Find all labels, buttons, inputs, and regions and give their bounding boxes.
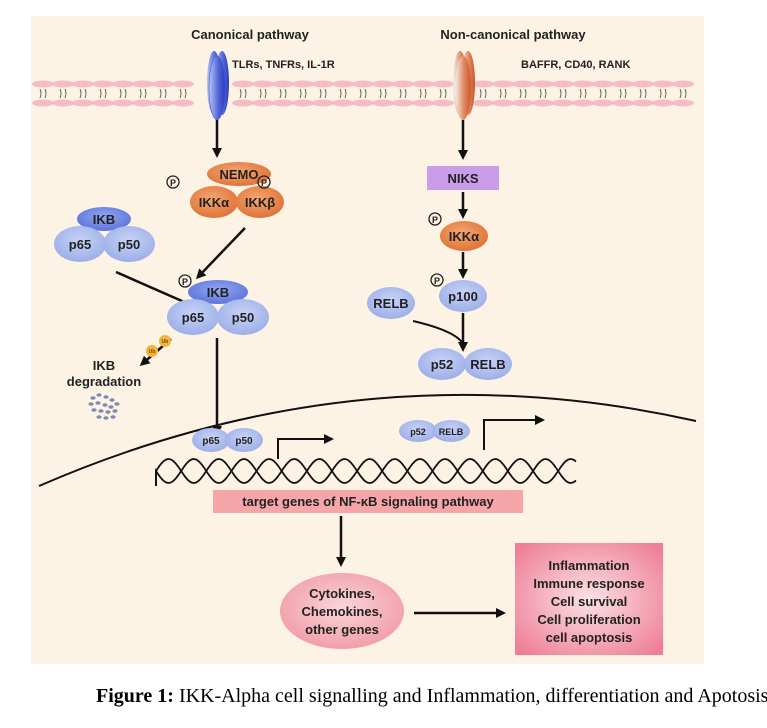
p65-label: p65 xyxy=(202,436,220,447)
ikb-label: IKB xyxy=(93,212,115,227)
nuclear-envelope xyxy=(38,393,697,487)
svg-text:Ub: Ub xyxy=(162,339,169,345)
ikka-label: IKKα xyxy=(199,195,229,210)
target-genes-box xyxy=(213,490,523,513)
p65-protein xyxy=(54,226,106,262)
noncanonical-receptor-icon xyxy=(453,51,475,120)
ikb-p65-p50-complex: IKB p65 p50 xyxy=(54,207,155,262)
response-item: Cell survival xyxy=(551,594,628,609)
relb-label: RELB xyxy=(439,427,464,437)
arrow-ikk-to-complex xyxy=(195,227,246,280)
ikka-label: IKKα xyxy=(449,229,479,244)
nemo-protein xyxy=(207,162,271,186)
phospho-icon: P xyxy=(428,212,442,226)
response-item: Inflammation xyxy=(549,558,630,573)
svg-text:P: P xyxy=(432,215,438,225)
relb-protein xyxy=(464,348,512,380)
ikb-degradation-label-line1: IKB xyxy=(93,358,115,373)
p50-label: p50 xyxy=(232,310,254,325)
output-gene-line: Cytokines, xyxy=(309,586,375,601)
phospho-icon: P xyxy=(166,175,180,189)
transcription-start-arrow xyxy=(277,434,334,459)
pathway-diagram: Canonical pathway Non-canonical pathway … xyxy=(32,27,697,655)
ikb-label: IKB xyxy=(207,285,229,300)
niks-label: NIKS xyxy=(447,171,478,186)
p52-label: p52 xyxy=(431,357,453,372)
p100-label: p100 xyxy=(448,289,478,304)
caption-text: IKK-Alpha cell signalling and Inflammati… xyxy=(173,685,767,707)
p100-protein xyxy=(439,280,487,312)
svg-text:Ub: Ub xyxy=(149,349,156,355)
svg-text:P: P xyxy=(261,178,267,188)
degraded-fragments-icon xyxy=(88,393,120,420)
target-genes-label: target genes of NF-κB signaling pathway xyxy=(242,494,494,509)
p52-protein xyxy=(399,420,437,442)
relb-joining-line xyxy=(412,320,464,345)
ikb-degradation-label-line2: degradation xyxy=(67,374,141,389)
ikka-protein xyxy=(440,221,488,251)
phospho-icon: P xyxy=(430,273,444,287)
response-item: cell apoptosis xyxy=(546,630,633,645)
relb-label: RELB xyxy=(470,357,505,372)
p52-label: p52 xyxy=(410,427,426,437)
figure-caption: Figure 1: IKK-Alpha cell signalling and … xyxy=(96,685,767,708)
p65-label: p65 xyxy=(69,237,91,252)
phospho-icon: P xyxy=(257,175,271,189)
p50-protein xyxy=(103,226,155,262)
output-genes-ellipse xyxy=(280,573,404,649)
ikk-complex: NEMO IKKα IKKβ P P xyxy=(166,162,284,218)
ikkb-label: IKKβ xyxy=(245,195,275,210)
p65-protein xyxy=(167,299,219,335)
p50-label: p50 xyxy=(235,436,253,447)
nemo-label: NEMO xyxy=(220,167,259,182)
output-gene-line: Chemokines, xyxy=(302,604,383,619)
niks-box xyxy=(427,166,499,190)
transcription-start-arrow xyxy=(483,415,545,450)
svg-text:P: P xyxy=(434,276,440,286)
phospho-icon: P xyxy=(178,274,192,288)
cellular-responses-box xyxy=(515,543,663,655)
svg-text:P: P xyxy=(170,178,176,188)
ubiquitin-icon: Ub xyxy=(146,345,158,357)
ikkb-protein xyxy=(236,186,284,218)
ikb-protein xyxy=(77,207,131,231)
canonical-pathway-title: Canonical pathway xyxy=(191,27,310,42)
ikka-protein xyxy=(190,186,238,218)
relb-protein xyxy=(367,287,415,319)
canonical-receptors-label: TLRs, TNFRs, IL-1R xyxy=(232,59,335,71)
response-item: Immune response xyxy=(533,576,644,591)
noncanonical-pathway-title: Non-canonical pathway xyxy=(440,27,586,42)
phospho-ikb-complex: IKB P p65 p50 xyxy=(167,274,269,335)
caption-label: Figure 1: xyxy=(96,685,174,707)
pathway-figure: Canonical pathway Non-canonical pathway … xyxy=(31,16,704,664)
p65-label: p65 xyxy=(182,310,204,325)
dna-helix-icon xyxy=(155,458,577,486)
output-gene-line: other genes xyxy=(305,622,379,637)
canonical-receptor-icon xyxy=(207,51,229,121)
noncanonical-receptors-label: BAFFR, CD40, RANK xyxy=(521,59,630,71)
p50-protein xyxy=(225,428,263,452)
ikb-protein xyxy=(188,280,248,304)
relb-label: RELB xyxy=(373,296,408,311)
cell-membrane xyxy=(32,80,694,107)
svg-text:P: P xyxy=(182,277,188,287)
p52-protein xyxy=(418,348,466,380)
p65-protein xyxy=(192,428,230,452)
response-item: Cell proliferation xyxy=(537,612,640,627)
relb-protein xyxy=(432,420,470,442)
ubiquitin-icon: Ub xyxy=(159,335,171,347)
p50-label: p50 xyxy=(118,237,140,252)
p50-protein xyxy=(217,299,269,335)
